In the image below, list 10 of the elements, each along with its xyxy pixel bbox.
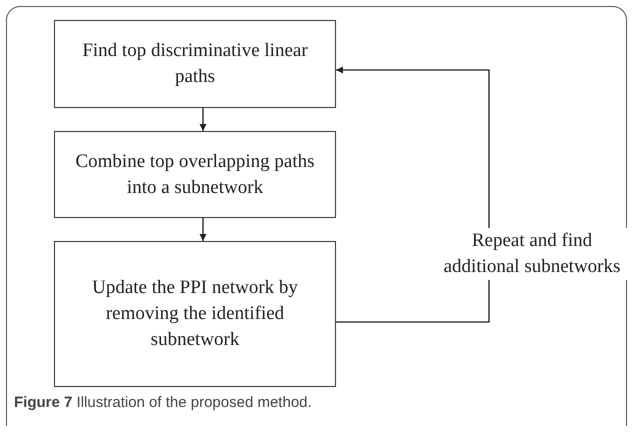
box-text: Combine top overlapping paths into a subnetwork — [74, 150, 316, 200]
box-text: Update the PPI network by removing the identified subnetwork — [91, 276, 299, 352]
process-box — [54, 20, 336, 108]
arrow — [336, 66, 490, 323]
arrow — [200, 218, 206, 241]
process-box — [54, 131, 336, 218]
process-box — [54, 241, 336, 387]
figure-caption: Figure 7 Illustration of the proposed method. — [14, 393, 312, 413]
box-text: Find top discriminative linear paths — [81, 39, 309, 89]
arrow — [200, 108, 206, 131]
